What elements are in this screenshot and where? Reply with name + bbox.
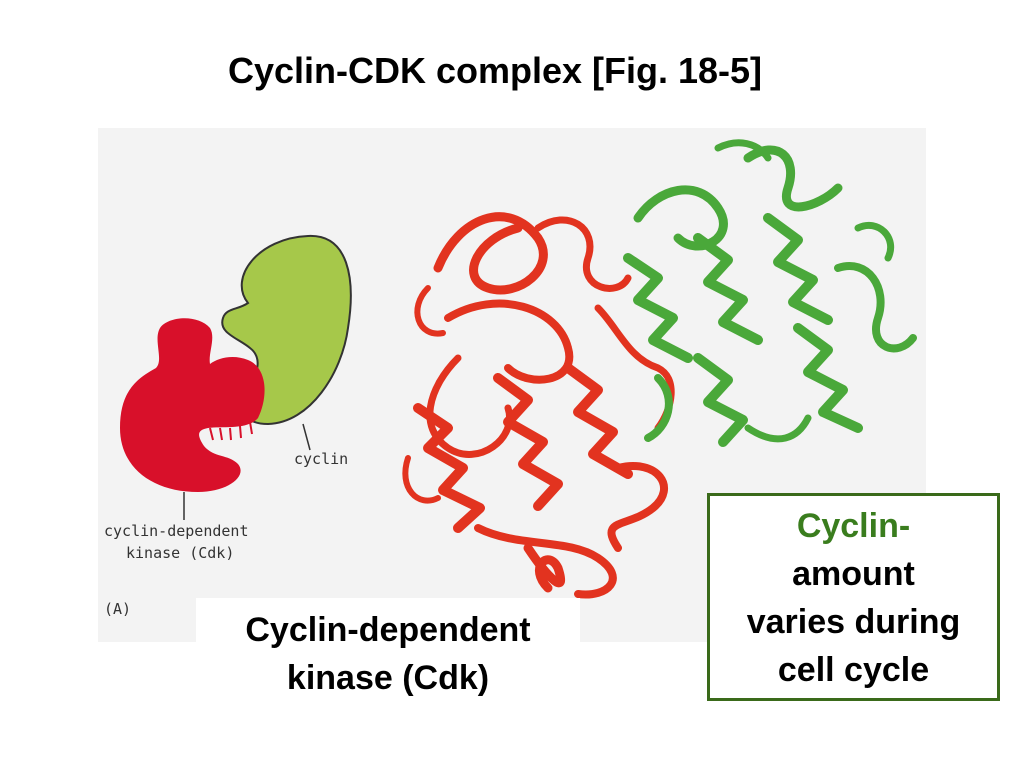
figure-panel: cyclin cyclin-dependent kinase (Cdk) (A)	[98, 128, 926, 642]
cdk-ribbon-structure	[402, 212, 675, 599]
cyclin-leader	[302, 423, 311, 451]
figure-svg: cyclin cyclin-dependent kinase (Cdk) (A)	[104, 139, 917, 618]
panel-label: (A)	[104, 600, 131, 618]
cyclin-box-line3: varies during	[746, 603, 961, 641]
cyclin-box-line2: amount	[792, 555, 915, 593]
cyclin-ribbon-structure	[623, 139, 917, 447]
cdk-label-line2: kinase (Cdk)	[126, 544, 234, 562]
cdk-caption-line1: Cyclin-dependent	[245, 611, 531, 649]
cdk-label-line1: cyclin-dependent	[104, 522, 249, 540]
slide-title: Cyclin-CDK complex [Fig. 18-5]	[227, 50, 763, 91]
cyclin-box-line4: cell cycle	[777, 651, 930, 689]
cdk-shape	[120, 318, 265, 492]
interface-ticks	[209, 421, 253, 441]
cyclin-label: cyclin	[294, 450, 348, 468]
cdk-caption-line2: kinase (Cdk)	[286, 659, 490, 697]
cdk-caption: Cyclin-dependent kinase (Cdk)	[196, 598, 580, 708]
cyclin-callout-box: Cyclin- amount varies during cell cycle	[707, 493, 1000, 701]
cyclin-box-line1: Cyclin-	[796, 507, 911, 545]
